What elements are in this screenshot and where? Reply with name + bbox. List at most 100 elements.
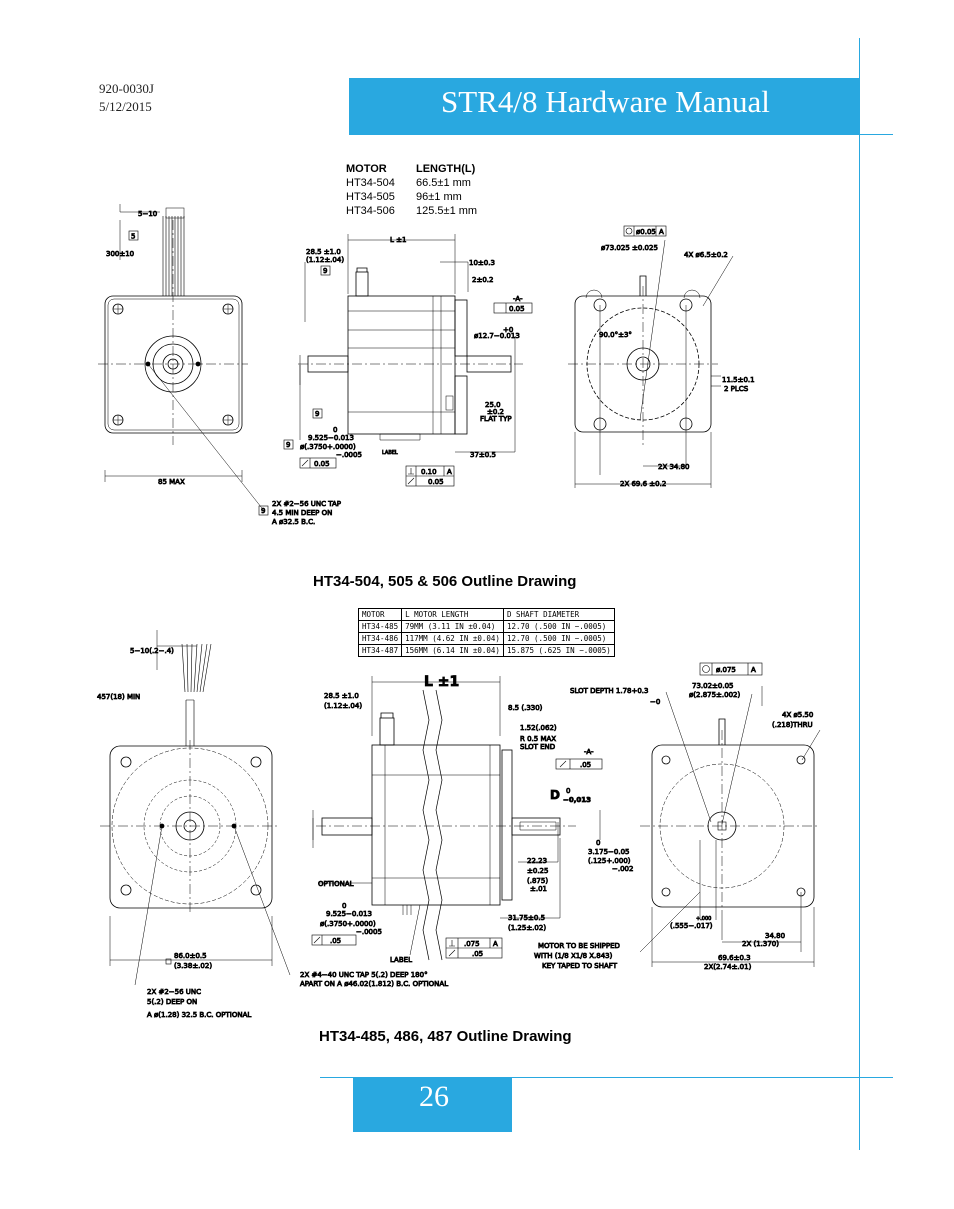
sp69-in-2: 2X(2.74±.01) [704, 963, 752, 971]
d10-label: 10±0.3 [469, 259, 495, 267]
front-view-1b [568, 239, 734, 488]
shaft-in-2: ø(.3750+.0000) [320, 920, 376, 928]
tap2-note-3: A ø(1.28) 32.5 B.C. OPTIONAL [147, 1011, 251, 1019]
tap-note-2: 4.5 MIN DEEP ON [272, 509, 332, 517]
plcs-label: 2 PLCS [724, 385, 749, 393]
d22-tol: ±0.25 [527, 867, 548, 875]
lead-offset-2: 5−10(.2−.4) [130, 647, 174, 655]
shaft-dia-mm: 9.525−0.013 [308, 434, 354, 442]
box-9-c: 9 [286, 441, 290, 449]
perp-2: .05 [580, 761, 591, 769]
shaft-2: 9.525−0.013 [326, 910, 372, 918]
ship-note-3: KEY TAPED TO SHAFT [542, 962, 618, 970]
lead-offset-label: 5−10 [138, 210, 157, 218]
table-row: HT34-506 125.5±1 mm [346, 204, 477, 218]
slot-end-label: SLOT END [520, 743, 555, 751]
label-callout-2: LABEL [390, 956, 412, 964]
ship-note-2: WITH (1/8 X1/8 X.843) [534, 952, 613, 960]
table-cell: 96±1 mm [416, 191, 462, 203]
flange-2: 28.5 ±1.0 [324, 692, 359, 700]
pilot-in-2: ø(2.875±.002) [689, 691, 741, 699]
table-cell: HT34-487 [357, 644, 403, 657]
flange-in-2: (1.12±.04) [324, 702, 362, 710]
perp-tol: 0.05 [509, 305, 525, 313]
table-cell: HT34-505 [346, 191, 395, 203]
tol-005: 0.05 [314, 460, 330, 468]
d-tol-zero: 0 [566, 787, 570, 795]
tap4-note-1: 2X #4−40 UNC TAP 5(.2) DEEP 180° [300, 971, 428, 979]
slot-depth-label: SLOT DEPTH 1.78+0.3 [570, 687, 649, 695]
perp-010-ref: A [447, 468, 452, 476]
angle-label: 90.0°±3° [599, 331, 632, 339]
flange-in-label: (1.12±.04) [306, 256, 344, 264]
d22-in: (.875) [527, 877, 548, 885]
title-bar: STR4/8 Hardware Manual [349, 78, 859, 134]
d22-label: 22.23 [527, 857, 547, 865]
d-tol: −0,013 [563, 796, 591, 804]
datum-a-2: -A- [584, 748, 594, 756]
l-dim-2: L ±1 [424, 674, 459, 690]
outline-drawing-1: 5−10 5 300±10 85 MAX 9 2X #2−56 UNC TAP … [98, 204, 755, 526]
runout-005: 0.05 [428, 478, 444, 486]
ship-note-1: MOTOR TO BE SHIPPED [538, 942, 620, 950]
slot-depth-tol: −0 [650, 698, 660, 706]
tol05-2: .05 [330, 937, 341, 945]
sp34-in-2: 2X (1.370) [742, 940, 779, 948]
size-85-label: 85 MAX [158, 478, 185, 486]
front-view-1 [98, 204, 266, 513]
perp075-ref: A [493, 940, 498, 948]
tap4-note-2: APART ON A ø46.02(1.812) B.C. OPTIONAL [300, 980, 448, 988]
key-zero: 0 [596, 839, 600, 847]
page-number-box: 26 [353, 1077, 512, 1132]
d3175-label: 31.75±0.5 [508, 914, 545, 922]
holes-2: 4X ø5.50 [782, 711, 813, 719]
table-cell: 66.5±1 mm [416, 177, 471, 189]
sp34-2: 34.80 [765, 932, 785, 940]
shaft-dia-zero: 0 [333, 426, 337, 434]
caption-drawing-1: HT34-504, 505 & 506 Outline Drawing [313, 573, 577, 590]
shaft-zero-2: 0 [342, 902, 346, 910]
d152-label: 1.52(.062) [520, 724, 557, 732]
side-view-1 [298, 234, 523, 453]
sq86-in-label: (3.38±.02) [174, 962, 212, 970]
tap2-note-2: 5(.2) DEEP ON [147, 998, 197, 1006]
pos-tol-2: ø.075 [716, 666, 736, 674]
motor-spec-table: MOTOR L MOTOR LENGTH D SHAFT DIAMETER HT… [357, 608, 615, 657]
slot-r-label: R 0.5 MAX [520, 735, 556, 743]
table-header-motor: MOTOR [346, 163, 387, 175]
shaft-dia-in: ø(.3750+.0000) [300, 443, 356, 451]
sp34-1: 2X 34.80 [658, 463, 690, 471]
d3175-in: (1.25±.02) [508, 924, 546, 932]
table-row: HT34-505 96±1 mm [346, 190, 477, 204]
doc-date: 5/12/2015 [99, 99, 152, 114]
front-view-2 [100, 630, 291, 986]
table-cell: 125.5±1 mm [416, 205, 478, 217]
front-view-2b [639, 686, 821, 967]
outline-drawing-2: 5−10(.2−.4) 457(18) MIN 86.0±0.5 (3.38±.… [97, 630, 821, 1019]
d11-label: 11.5±0.1 [722, 376, 755, 384]
table-header-length: LENGTH(L) [416, 163, 476, 175]
label-callout: LABEL [382, 450, 398, 456]
box-9-tap: 9 [261, 507, 265, 515]
perp075: .075 [464, 940, 480, 948]
table-row: HT34-487 156MM (6.14 IN ±0.04) 15.875 (.… [357, 644, 615, 657]
table-cell: HT34-504 [346, 177, 395, 189]
sq86-label: 86.0±0.5 [174, 952, 207, 960]
lead-length-2: 457(18) MIN [97, 693, 140, 701]
d22-in-tol: ±.01 [530, 885, 547, 893]
box-9-b: 9 [315, 410, 319, 418]
d-label: D [550, 788, 560, 802]
datum-a-label: -A- [513, 295, 523, 303]
runout-2: .05 [472, 950, 483, 958]
header-rule [349, 134, 893, 135]
tap2-note-1: 2X #2−56 UNC [147, 988, 201, 996]
box-9-a: 9 [323, 267, 327, 275]
right-margin-rule [859, 38, 860, 1150]
shaft-dia: ø12.7−0.013 [474, 332, 520, 340]
shaft-in-tol-2: −.0005 [356, 928, 382, 936]
tap-note-3: A ø32.5 B.C. [272, 518, 315, 526]
pilot-dia-1: ø73.025 ±0.025 [601, 244, 658, 252]
footer-rule [320, 1077, 893, 1078]
flat-typ: FLAT TYP [480, 415, 512, 423]
side-view-2 [312, 676, 601, 961]
